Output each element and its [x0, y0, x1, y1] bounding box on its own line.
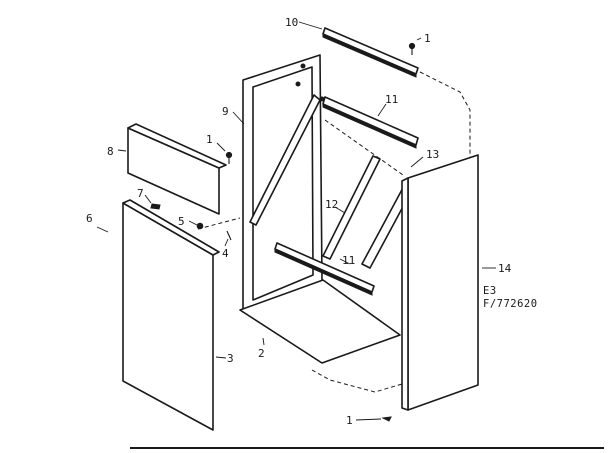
reference-code: E3	[483, 285, 497, 297]
screw-top-icon	[408, 42, 416, 55]
top-rail-part	[322, 27, 419, 78]
callout-5: 5	[178, 215, 185, 228]
screw-bottom-icon	[381, 416, 392, 422]
callout-12: 12	[325, 198, 338, 211]
leader-lines	[96, 21, 496, 421]
pin-part	[226, 230, 232, 241]
callout-6: 6	[86, 212, 93, 225]
callout-10: 10	[285, 16, 298, 29]
callout-11-top: 11	[385, 93, 398, 106]
callout-1-left: 1	[206, 133, 213, 146]
callout-4: 4	[222, 247, 229, 260]
callout-14: 14	[498, 262, 512, 275]
callout-8: 8	[107, 145, 114, 158]
upper-front-panel-part	[127, 123, 227, 215]
callout-11-mid: 11	[342, 254, 355, 267]
upper-rail-part	[322, 96, 419, 149]
base-panel-part	[239, 279, 401, 364]
lower-cross-rail-part	[274, 242, 375, 296]
callout-2: 2	[258, 347, 265, 360]
callout-9: 9	[222, 105, 229, 118]
callout-1-bottom: 1	[346, 414, 353, 427]
clip-part	[150, 203, 161, 210]
right-side-panel-part	[401, 154, 479, 411]
front-door-panel-part	[122, 199, 220, 431]
screw-left-icon	[225, 151, 233, 164]
back-frame-part	[242, 54, 325, 313]
assembly-lines	[197, 71, 471, 393]
callout-7: 7	[137, 187, 144, 200]
callout-3: 3	[227, 352, 234, 365]
callout-13: 13	[426, 148, 439, 161]
callout-1-top: 1	[424, 32, 431, 45]
figure-number: F/772620	[483, 298, 538, 310]
upright-brace-part	[322, 155, 381, 260]
